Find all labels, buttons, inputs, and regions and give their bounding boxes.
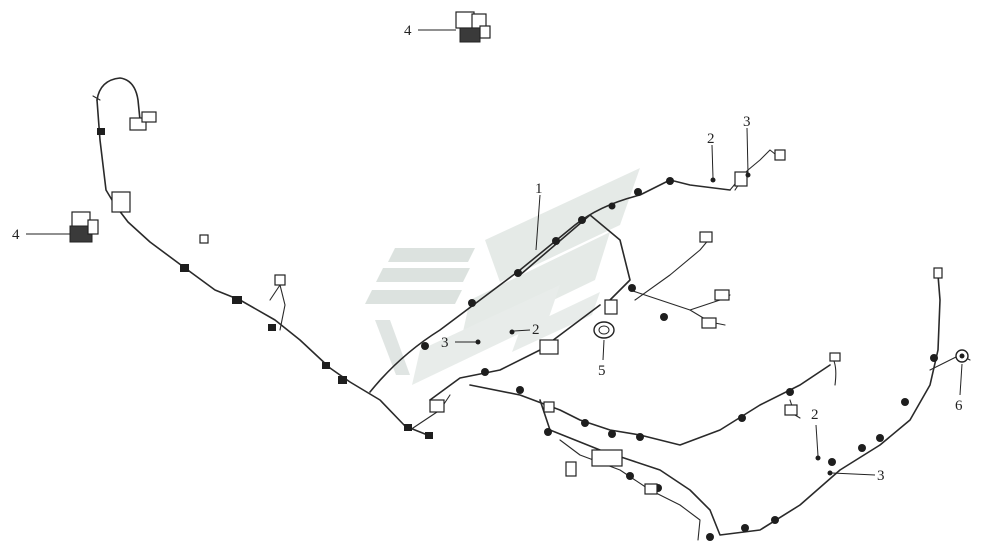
callout-2-middle: 2 <box>532 322 540 338</box>
callout-3-middle: 3 <box>441 335 449 351</box>
part-5-grommet <box>593 321 615 339</box>
callout-2-top: 2 <box>707 131 715 147</box>
callout-5: 5 <box>598 363 606 379</box>
callout-6: 6 <box>955 398 963 414</box>
part-4-connector-top <box>455 11 491 43</box>
callout-4-left: 4 <box>12 227 20 243</box>
leader-lines <box>26 29 963 476</box>
callout-3-bottom: 3 <box>877 468 885 484</box>
harness-clips <box>97 128 938 541</box>
callout-3-top: 3 <box>743 114 751 130</box>
callout-4-top: 4 <box>404 23 412 39</box>
callout-labels: 1 2 3 4 4 2 3 5 2 3 6 <box>12 23 963 484</box>
watermark-logo <box>365 168 640 385</box>
callout-2-bottom: 2 <box>811 407 819 423</box>
small-part-markers <box>475 172 833 476</box>
callout-1: 1 <box>535 181 543 197</box>
part-6-clip <box>955 349 969 363</box>
part-4-connector-left <box>69 211 99 243</box>
harness-connectors <box>111 111 943 495</box>
